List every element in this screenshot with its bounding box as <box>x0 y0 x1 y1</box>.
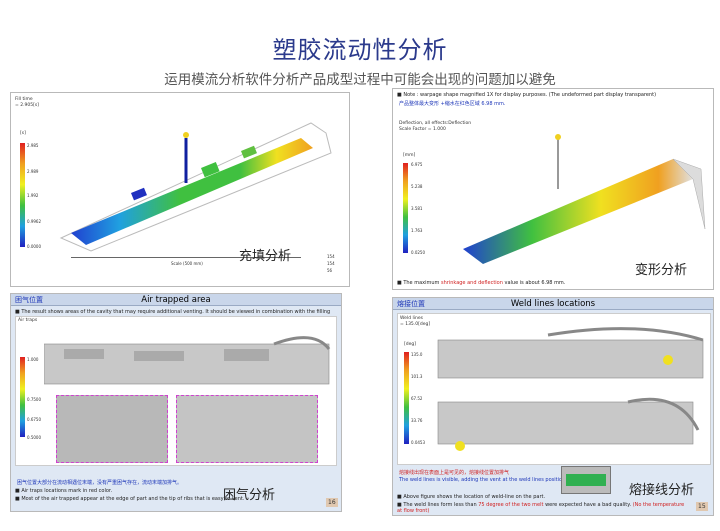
warp-tick-2: 5.238 <box>411 184 423 189</box>
fill-tick-1: 2.985 <box>27 143 39 148</box>
air-tick-2: 0.7500 <box>27 397 41 402</box>
air-trap-cn-note: 困气位置大部分在流动相遇位末端，没有严重困气存在，流动末端加排气。 <box>17 480 183 486</box>
fill-tick-5: 0.0000 <box>27 244 41 249</box>
fill-analysis-panel: Fill time = 2.905[s] [s] 2.985 2.989 1.9… <box>10 92 350 287</box>
warp-note-cn: 产品整体最大变形 +缩水在红色区域 6.98 mm. <box>399 101 506 107</box>
warp-tick-5: 0.0250 <box>411 250 425 255</box>
warp-tick-3: 3.581 <box>411 206 423 211</box>
weld-header-cn: 熔接位置 <box>397 300 425 308</box>
warp-deflection-label: Deflection, all effects:Deflection <box>399 121 472 126</box>
air-trap-header-cn: 困气位置 <box>15 296 43 304</box>
weld-bullet-2: ■ The weld lines form less than 75 degre… <box>397 502 685 514</box>
weld-bullet-1: ■ Above figure shows the location of wel… <box>397 494 546 500</box>
weld-tick-4: 33.76 <box>411 418 423 423</box>
warp-part-image <box>463 134 706 264</box>
weld-page-number: 15 <box>696 502 708 511</box>
weld-en-note: The weld lines is visible, adding the ve… <box>399 477 567 483</box>
air-trap-label: Air traps <box>18 318 38 323</box>
weld-label: Weld lines <box>400 316 423 321</box>
warp-tick-1: 6.975 <box>411 162 423 167</box>
fill-axis-val-1: 154 <box>327 254 335 259</box>
weld-tick-1: 135.0 <box>411 352 423 357</box>
fill-axis-val-2: 154 <box>327 261 335 266</box>
air-trap-page-number: 16 <box>326 498 338 507</box>
fill-tick-3: 1.992 <box>27 193 39 198</box>
weld-header-en: Weld lines locations <box>510 299 596 309</box>
air-tick-4: 0.5000 <box>27 435 41 440</box>
weld-color-legend <box>404 352 409 444</box>
warp-bottom-note: ■ The maximum shrinkage and deflection v… <box>397 280 566 286</box>
warp-note: ■ Note : warpage shape magnified 1X for … <box>397 92 657 98</box>
air-trap-image-area: Air traps 1.000 0.7500 0.6750 0.5000 <box>15 316 337 466</box>
warp-tick-4: 1.763 <box>411 228 423 233</box>
fill-value: = 2.905[s] <box>15 103 39 108</box>
fill-part-image <box>59 122 332 252</box>
air-zoom-right <box>176 395 318 463</box>
fill-label: Fill time <box>15 97 33 102</box>
warp-analysis-panel: ■ Note : warpage shape magnified 1X for … <box>392 88 714 290</box>
air-trap-header-en: Air trapped area <box>141 295 211 305</box>
warp-scale-factor: Scale Factor = 1.000 <box>399 127 446 132</box>
air-zoom-left <box>56 395 168 463</box>
warp-caption: 变形分析 <box>635 263 688 278</box>
weld-caption: 熔接线分析 <box>629 483 695 498</box>
fill-tick-4: 0.9962 <box>27 219 41 224</box>
weld-tick-5: 0.0453 <box>411 440 425 445</box>
fill-color-legend <box>20 143 25 247</box>
weld-cn-note: 熔接线出现在表面上是可见的，熔接线位置加排气 <box>399 470 510 476</box>
weld-image-area: Weld lines = 135.0[deg] [deg] 135.0 101.… <box>397 313 711 465</box>
fill-caption: 充填分析 <box>239 249 292 264</box>
air-trap-panel: 困气位置 Air trapped area ■ The result shows… <box>10 293 342 512</box>
weld-unit: [deg] <box>404 342 416 347</box>
air-trap-bullet-2: ■ Most of the air trapped appear at the … <box>15 496 245 502</box>
air-tick-1: 1.000 <box>27 357 39 362</box>
fill-tick-2: 2.989 <box>27 169 39 174</box>
air-trap-caption: 困气分析 <box>223 488 276 503</box>
weld-header: 熔接位置 Weld lines locations <box>393 298 713 310</box>
fill-unit: [s] <box>20 131 26 136</box>
fill-scale-label: Scale (500 mm) <box>171 261 203 266</box>
weld-tick-2: 101.3 <box>411 374 423 379</box>
warp-unit: [mm] <box>403 153 416 158</box>
air-color-legend <box>20 357 25 437</box>
weld-thumbnail-fill <box>566 474 606 486</box>
air-trap-bullet-1: ■ Air traps locations mark in red color. <box>15 488 113 494</box>
page-title: 塑胶流动性分析 <box>272 36 448 64</box>
page-subtitle: 运用模流分析软件分析产品成型过程中可能会出现的问题加以避免 <box>164 72 556 88</box>
weld-thumbnail <box>561 466 611 494</box>
fill-axis-val-3: 56 <box>327 268 333 273</box>
weld-part-image <box>437 327 704 451</box>
warp-color-legend <box>403 163 408 253</box>
weld-tick-3: 67.52 <box>411 396 423 401</box>
air-part-strip <box>44 336 331 385</box>
air-trap-header: 困气位置 Air trapped area <box>11 294 341 306</box>
weld-line-panel: 熔接位置 Weld lines locations Weld lines = 1… <box>392 297 714 516</box>
air-trap-note: ■ The result shows areas of the cavity t… <box>15 309 331 315</box>
fill-scale-bar <box>71 257 301 258</box>
weld-value: = 135.0[deg] <box>400 322 431 327</box>
air-tick-3: 0.6750 <box>27 417 41 422</box>
